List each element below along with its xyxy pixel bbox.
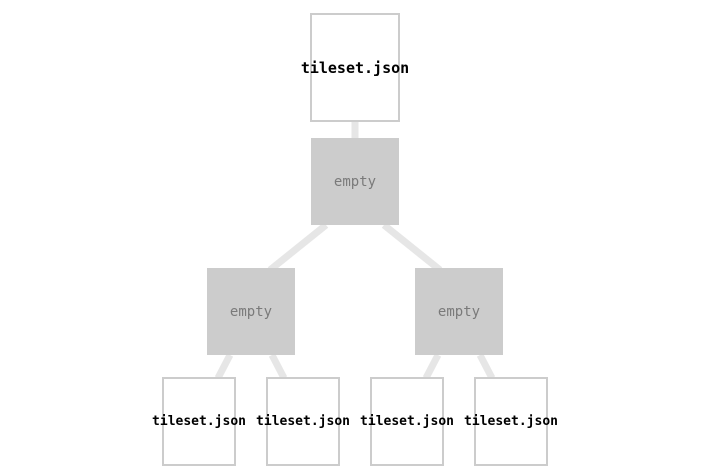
edge-level1-to-left (267, 222, 329, 273)
empty-node-level1: empty (311, 138, 399, 225)
root-tileset-node: tileset.json (301, 13, 409, 122)
leaf-tileset-node-3: tileset.json (360, 377, 454, 466)
edge-left-to-leaf-2 (268, 353, 288, 380)
node-label: tileset.json (464, 414, 558, 429)
edge-left-to-leaf-1 (214, 353, 234, 380)
node-label: tileset.json (300, 58, 410, 77)
node-label: tileset.json (360, 414, 454, 429)
edge-right-to-leaf-4 (476, 353, 496, 380)
edge-level1-to-right (381, 222, 443, 273)
node-label: empty (437, 303, 481, 320)
node-label: tileset.json (256, 414, 350, 429)
empty-node-left: empty (207, 268, 295, 355)
node-label: empty (229, 303, 273, 320)
leaf-tileset-node-1: tileset.json (152, 377, 246, 466)
edge-right-to-leaf-3 (422, 353, 442, 380)
leaf-tileset-node-4: tileset.json (464, 377, 558, 466)
leaf-tileset-node-2: tileset.json (256, 377, 350, 466)
empty-node-right: empty (415, 268, 503, 355)
node-label: empty (333, 173, 377, 190)
node-label: tileset.json (152, 414, 246, 429)
